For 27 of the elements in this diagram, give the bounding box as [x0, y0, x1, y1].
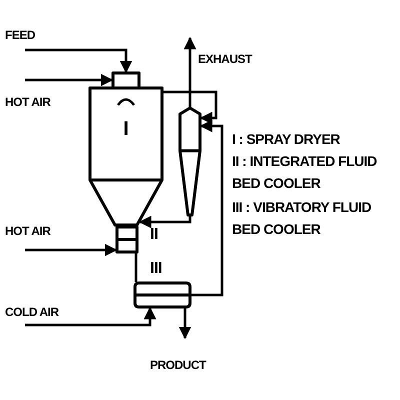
- atomizer-box: [113, 73, 139, 88]
- cyclone-separator: [180, 108, 200, 215]
- flow-line: [138, 216, 192, 228]
- flow-line: [178, 308, 192, 340]
- part-number: III: [150, 260, 162, 278]
- flow-line: [191, 120, 224, 296]
- vibratory-fluid-bed: [135, 283, 190, 307]
- flow-line: [25, 244, 118, 256]
- flow-line: [162, 90, 218, 124]
- stream-label: PRODUCT: [150, 358, 206, 372]
- part-number: II: [150, 226, 158, 244]
- legend-text: I : SPRAY DRYER: [232, 130, 341, 149]
- stream-label: EXHAUST: [198, 52, 252, 66]
- flow-line: [25, 48, 132, 74]
- stream-label: HOT AIR: [5, 95, 50, 109]
- dryer-chamber: [90, 88, 162, 225]
- stream-label: COLD AIR: [5, 305, 59, 319]
- stream-label: HOT AIR: [5, 224, 50, 238]
- flow-line: [25, 74, 114, 86]
- integrated-fluid-bed: [117, 227, 137, 252]
- legend-text: III : VIBRATORY FLUID BED COOLER: [232, 198, 372, 239]
- part-number: I: [122, 118, 130, 141]
- flow-line: [25, 306, 156, 326]
- legend-text: II : INTEGRATED FLUID BED COOLER: [232, 152, 378, 193]
- flow-line: [184, 36, 196, 107]
- stream-label: FEED: [5, 28, 36, 42]
- flow-line: [134, 253, 138, 282]
